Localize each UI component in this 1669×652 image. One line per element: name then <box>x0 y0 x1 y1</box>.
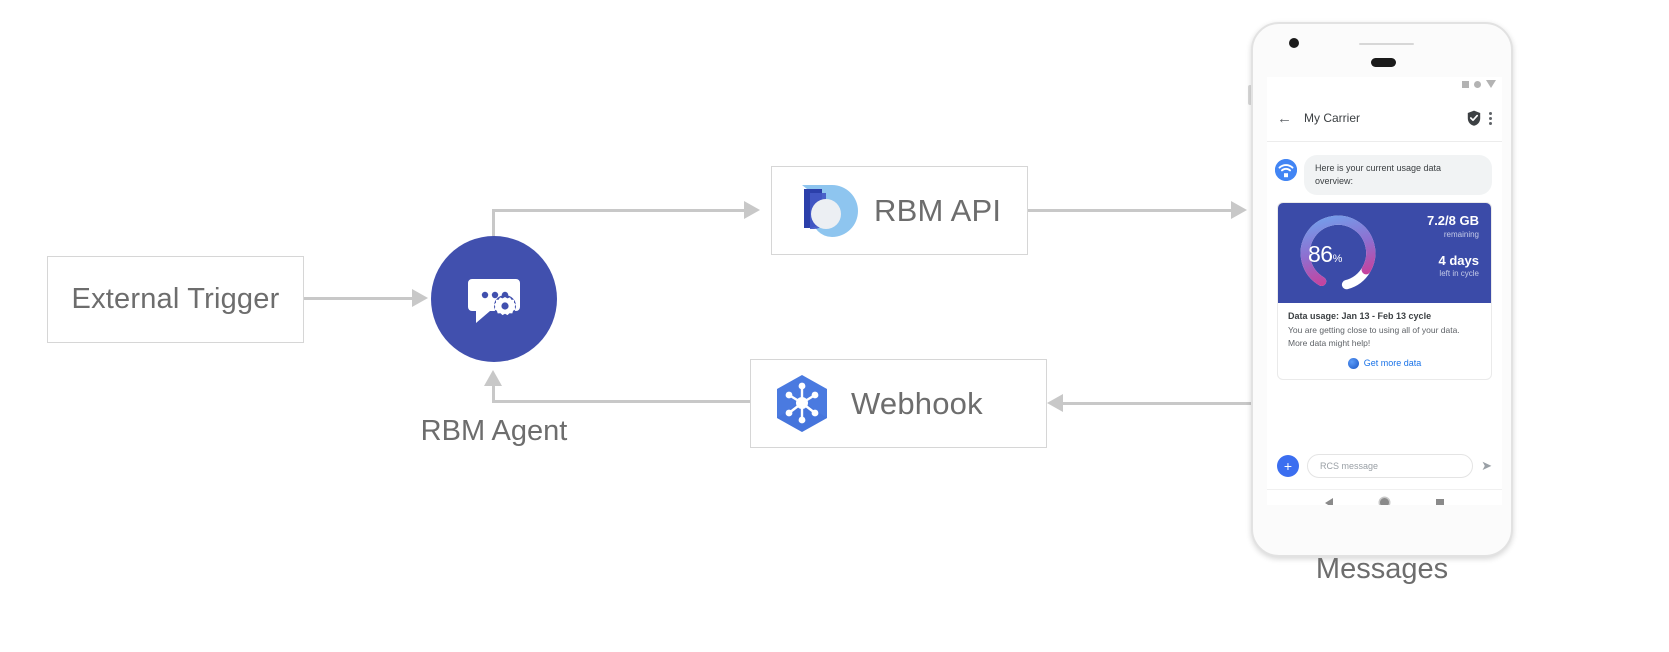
status-bar <box>1462 80 1496 88</box>
arrowhead-api-to-phone <box>1231 201 1247 219</box>
phone-screen: ← My Carrier <box>1267 77 1502 505</box>
webhook-label: Webhook <box>851 385 983 421</box>
node-rbm-agent[interactable] <box>431 236 557 362</box>
back-arrow-icon[interactable]: ← <box>1277 109 1292 127</box>
message-row: Here is your current usage data overview… <box>1267 151 1502 196</box>
connector-api-to-phone <box>1028 209 1238 212</box>
arrowhead-phone-to-webhook <box>1047 394 1063 412</box>
arrowhead-agent-to-api <box>744 201 760 219</box>
app-bar: ← My Carrier <box>1267 95 1502 142</box>
arrowhead-webhook-to-agent <box>484 370 502 386</box>
connector-agent-to-api-vertical <box>492 209 495 241</box>
days-left-caption: left in cycle <box>1439 269 1479 279</box>
card-description: You are getting close to using all of yo… <box>1288 325 1460 348</box>
connector-webhook-to-agent-vertical <box>492 385 495 402</box>
gauge-number: 86 <box>1308 241 1333 268</box>
android-nav-bar <box>1267 489 1502 505</box>
hero-stats: 7.2/8 GB remaining 4 days left in cycle <box>1427 213 1479 278</box>
node-external-trigger[interactable]: External Trigger <box>47 256 304 343</box>
card-hero: 86% 7.2/8 GB remaining 4 days left in cy… <box>1278 203 1491 304</box>
external-trigger-label: External Trigger <box>71 283 280 315</box>
days-left: 4 days <box>1438 252 1479 268</box>
phone-camera-icon <box>1289 38 1299 48</box>
plus-icon[interactable]: + <box>1277 455 1299 477</box>
chat-gear-icon <box>468 279 520 323</box>
rbm-api-logo-icon <box>802 184 858 237</box>
chat-thread: Here is your current usage data overview… <box>1267 143 1502 442</box>
rcs-message-placeholder: RCS message <box>1320 461 1379 471</box>
get-more-data-label: Get more data <box>1363 358 1422 369</box>
webhook-hexagon-icon <box>777 374 827 432</box>
data-amount-caption: remaining <box>1443 229 1479 239</box>
data-amount: 7.2/8 GB <box>1426 213 1479 229</box>
node-webhook[interactable]: Webhook <box>750 359 1047 448</box>
rcs-message-input[interactable]: RCS message <box>1307 454 1474 478</box>
arrowhead-trigger-to-agent <box>412 289 428 307</box>
node-rbm-api[interactable]: RBM API <box>771 166 1028 255</box>
globe-icon <box>1347 357 1359 369</box>
nav-home-icon[interactable] <box>1379 498 1389 505</box>
phone-earpiece <box>1359 43 1414 45</box>
connector-webhook-to-agent-horizontal <box>492 400 750 403</box>
gauge-value: 86% <box>1308 241 1342 268</box>
incoming-message-bubble: Here is your current usage data overview… <box>1304 155 1492 196</box>
gauge-percent-symbol: % <box>1332 253 1343 266</box>
messages-label: Messages <box>1315 553 1449 585</box>
card-title: Data usage: Jan 13 - Feb 13 cycle <box>1288 311 1432 322</box>
kebab-menu-icon[interactable] <box>1489 111 1492 125</box>
square-icon <box>1462 80 1469 88</box>
phone-side-button[interactable] <box>1248 85 1252 105</box>
nav-back-icon[interactable] <box>1324 497 1333 505</box>
data-usage-rich-card[interactable]: 86% 7.2/8 GB remaining 4 days left in cy… <box>1277 202 1492 380</box>
get-more-data-button[interactable]: Get more data <box>1288 350 1481 373</box>
connector-agent-to-api-horizontal <box>492 209 745 212</box>
wifi-avatar-icon <box>1275 159 1297 181</box>
app-bar-title: My Carrier <box>1304 111 1360 125</box>
connector-trigger-to-agent <box>304 297 414 300</box>
nav-recents-icon[interactable] <box>1436 498 1445 505</box>
card-body: Data usage: Jan 13 - Feb 13 cycle You ar… <box>1278 303 1491 379</box>
circle-icon <box>1474 80 1481 88</box>
usage-gauge-icon <box>1300 215 1376 291</box>
verified-shield-icon[interactable] <box>1467 110 1481 126</box>
phone-speaker <box>1371 58 1396 67</box>
connector-phone-to-webhook <box>1063 402 1251 405</box>
triangle-down-icon <box>1486 80 1496 88</box>
phone-device: ← My Carrier <box>1251 22 1513 557</box>
message-composer: + RCS message ➤ <box>1267 446 1502 486</box>
rbm-api-label: RBM API <box>874 192 1002 228</box>
rbm-agent-label: RBM Agent <box>420 415 568 447</box>
send-icon[interactable]: ➤ <box>1481 458 1492 473</box>
